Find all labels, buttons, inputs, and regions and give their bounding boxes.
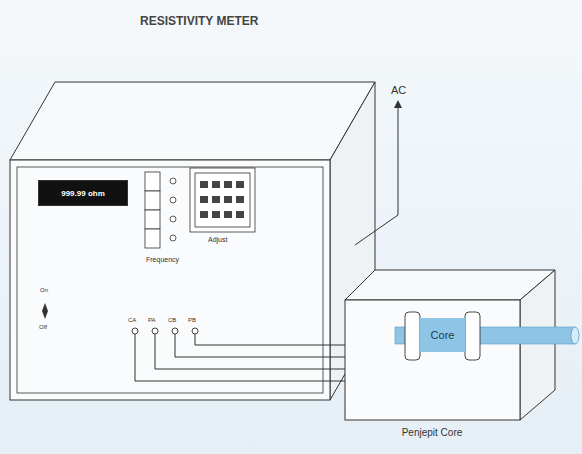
switch-label: On xyxy=(40,287,48,294)
terminal-name: PB xyxy=(188,317,196,324)
switch-label: Off xyxy=(39,324,47,331)
holder-caption: Penjepit Core xyxy=(402,427,463,438)
panel-label: Frequency xyxy=(146,256,179,264)
holder-outline xyxy=(340,265,565,450)
terminal-name: PA xyxy=(148,317,156,324)
display-reading: 999.99 ohm xyxy=(61,189,105,198)
core-holder-box: CorePenjepit Core xyxy=(340,265,565,450)
diagram-title: RESISTIVITY METER xyxy=(140,15,258,28)
core-sample: Core xyxy=(420,318,465,352)
panel-label: Adjust xyxy=(208,236,227,244)
terminal-name: CA xyxy=(128,317,136,324)
display-screen: 999.99 ohm xyxy=(38,180,128,206)
terminal-name: CB xyxy=(168,317,176,324)
core-label: Core xyxy=(431,329,455,341)
supply-label: AC xyxy=(391,84,406,96)
